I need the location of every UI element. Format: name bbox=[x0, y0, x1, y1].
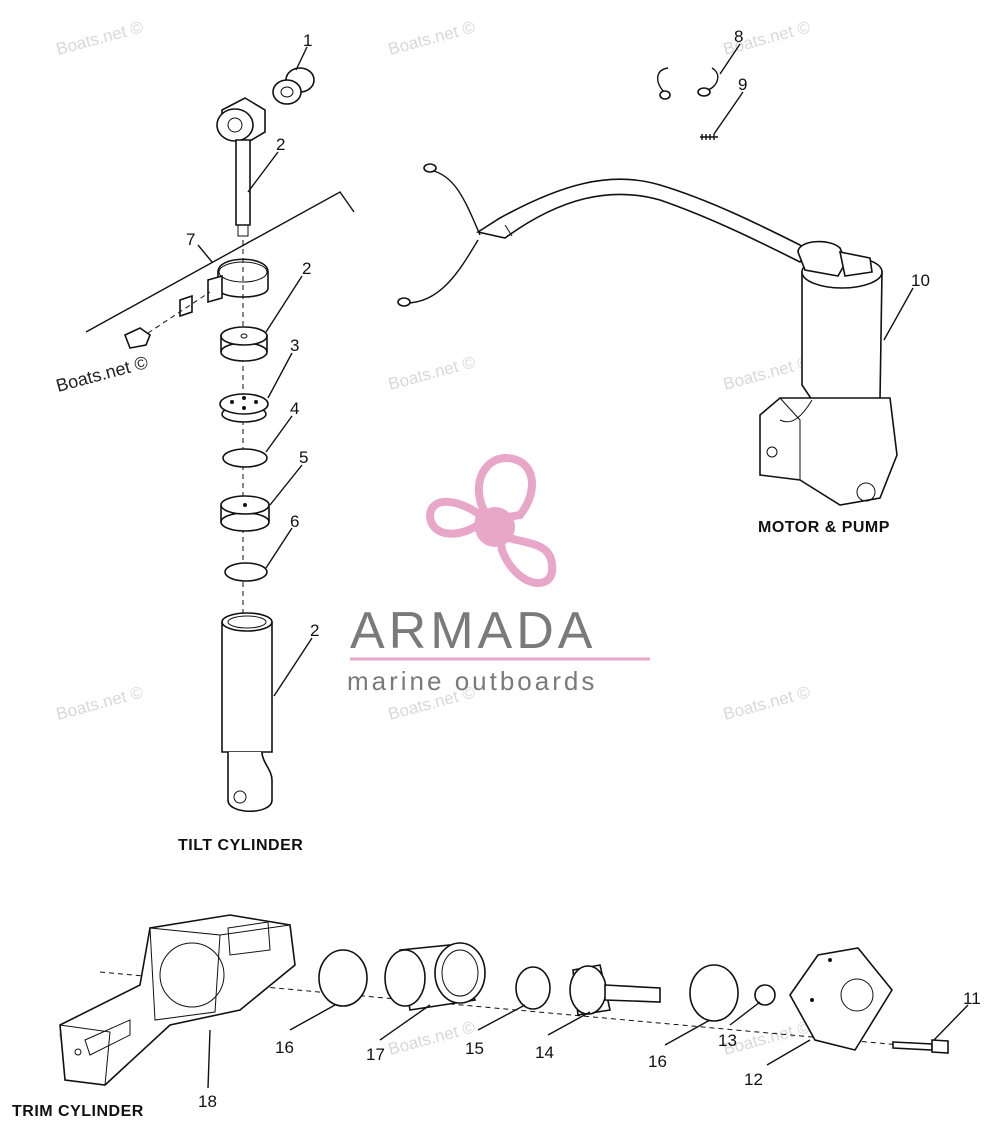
callout-6: 6 bbox=[290, 512, 299, 531]
callout-7: 7 bbox=[186, 230, 195, 249]
tilt-cylinder-label: TILT CYLINDER bbox=[178, 837, 303, 854]
callout-2-cap: 2 bbox=[302, 259, 311, 278]
part-16-oring-right bbox=[689, 964, 739, 1022]
part-18-housing bbox=[59, 914, 296, 1086]
part-10-motor-pump bbox=[759, 240, 898, 506]
watermark: Boats.net © bbox=[721, 352, 812, 394]
part-2-cylinder bbox=[221, 612, 273, 812]
callout-2-cylinder: 2 bbox=[310, 621, 319, 640]
callout-14: 14 bbox=[535, 1043, 554, 1062]
callout-16-right: 16 bbox=[648, 1052, 667, 1071]
part-13-ball bbox=[754, 984, 776, 1006]
tilt-cylinder-assembly bbox=[85, 67, 355, 812]
trim-cylinder-assembly bbox=[59, 914, 949, 1086]
callout-15: 15 bbox=[465, 1039, 484, 1058]
part-16-oring-left bbox=[318, 949, 368, 1007]
motor-callouts: 8 9 10 MOTOR & PUMP bbox=[713, 27, 930, 536]
part-15-ring bbox=[515, 966, 551, 1010]
callout-2-rod: 2 bbox=[276, 135, 285, 154]
callout-18: 18 bbox=[198, 1092, 217, 1111]
callout-1: 1 bbox=[303, 31, 312, 50]
part-2-cap bbox=[220, 326, 268, 362]
watermarks: Boats.net © Boats.net © Boats.net © Boat… bbox=[54, 17, 813, 1059]
callout-4: 4 bbox=[290, 399, 299, 418]
part-8-clips bbox=[657, 67, 719, 100]
motor-pump-label: MOTOR & PUMP bbox=[758, 519, 890, 536]
part-6-oring bbox=[224, 562, 268, 582]
part-9-screw bbox=[700, 134, 718, 140]
callout-17: 17 bbox=[366, 1045, 385, 1064]
callout-5: 5 bbox=[299, 448, 308, 467]
callout-3: 3 bbox=[290, 336, 299, 355]
part-5-piston bbox=[220, 495, 270, 532]
callout-12: 12 bbox=[744, 1070, 763, 1089]
callout-10: 10 bbox=[911, 271, 930, 290]
propeller-icon bbox=[425, 453, 557, 587]
watermark-dark: Boats.net © bbox=[54, 352, 150, 396]
trim-callouts: 11 12 13 14 15 16 16 17 18 TRIM CYLINDER bbox=[12, 989, 981, 1120]
callout-13: 13 bbox=[718, 1031, 737, 1050]
watermark: Boats.net © bbox=[386, 1017, 477, 1059]
part-4-oring bbox=[222, 448, 268, 468]
brand-tagline: marine outboards bbox=[347, 666, 597, 696]
callout-11: 11 bbox=[963, 989, 981, 1008]
watermark: Boats.net © bbox=[54, 17, 145, 59]
motor-pump-assembly bbox=[397, 67, 898, 506]
watermark: Boats.net © bbox=[386, 352, 477, 394]
callout-9: 9 bbox=[738, 75, 747, 94]
part-17-sleeve bbox=[384, 942, 486, 1011]
wire-harness bbox=[397, 163, 810, 307]
part-3-piston bbox=[219, 393, 269, 423]
part-14-piston-rod bbox=[569, 964, 661, 1016]
part-11-bolt bbox=[892, 1039, 949, 1054]
part-2-rod bbox=[216, 97, 266, 237]
part-1-bushing bbox=[272, 67, 315, 105]
part-7-bracket-line bbox=[85, 191, 355, 333]
watermark: Boats.net © bbox=[721, 682, 812, 724]
watermark: Boats.net © bbox=[54, 682, 145, 724]
trim-cylinder-label: TRIM CYLINDER bbox=[12, 1103, 144, 1120]
callout-8: 8 bbox=[734, 27, 743, 46]
trim-axis-line bbox=[99, 971, 901, 1046]
callout-16-left: 16 bbox=[275, 1038, 294, 1057]
armada-logo: ARMADA marine outboards bbox=[347, 453, 650, 696]
part-12-end-cap bbox=[789, 947, 893, 1051]
tilt-callouts: 1 2 7 2 3 4 5 6 2 TILT CYLINDER bbox=[178, 31, 319, 854]
brand-name: ARMADA bbox=[350, 602, 596, 660]
watermark: Boats.net © bbox=[386, 17, 477, 59]
